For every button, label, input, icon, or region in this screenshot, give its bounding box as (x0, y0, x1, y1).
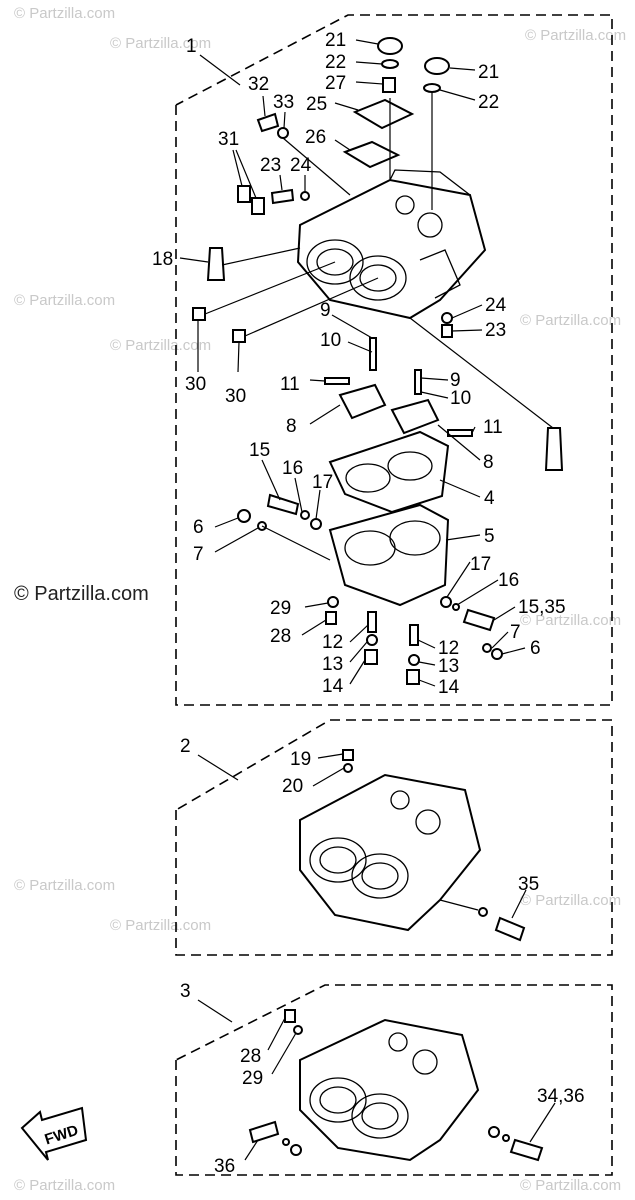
callout: 6 (530, 638, 541, 659)
callout: 19 (290, 749, 311, 770)
watermark: © Partzilla.com (110, 917, 211, 934)
callout: 24 (290, 155, 312, 176)
watermark: © Partzilla.com (14, 5, 115, 22)
watermark: © Partzilla.com (14, 1177, 115, 1194)
callout: 14 (322, 676, 344, 697)
callout: 15 (249, 440, 270, 461)
assembly-number: 3 (180, 981, 191, 1002)
callout: 36 (214, 1156, 235, 1177)
watermark: © Partzilla.com (520, 312, 621, 329)
callout: 23 (485, 320, 506, 341)
watermark-layer: © Partzilla.com © Partzilla.com © Partzi… (14, 5, 626, 1194)
callout: 31 (218, 129, 239, 150)
callout-labels: 21 22 27 25 21 22 32 33 26 31 23 24 18 2… (152, 30, 585, 1177)
callout: 22 (325, 52, 346, 73)
callout: 17 (470, 554, 491, 575)
callout: 24 (485, 295, 507, 316)
forward-arrow: FWD (20, 1106, 88, 1161)
watermark: © Partzilla.com (520, 892, 621, 909)
callout: 11 (280, 374, 300, 395)
callout: 18 (152, 249, 173, 270)
callout: 25 (306, 94, 327, 115)
callout: 29 (270, 598, 291, 619)
carburetor-body-middle (299, 749, 526, 942)
callout: 29 (242, 1068, 263, 1089)
callout: 4 (484, 488, 495, 509)
callout-leaders (179, 39, 556, 1161)
watermark: © Partzilla.com (14, 877, 115, 894)
callout: 5 (484, 526, 495, 547)
callout: 21 (325, 30, 346, 51)
callout: 17 (312, 472, 333, 493)
callout: 8 (286, 416, 297, 437)
callout: 8 (483, 452, 494, 473)
assembly-number: 1 (186, 36, 197, 57)
callout: 28 (240, 1046, 261, 1067)
watermark: © Partzilla.com (14, 292, 115, 309)
callout: 10 (450, 388, 471, 409)
callout: 35 (518, 874, 539, 895)
callout: 10 (320, 330, 341, 351)
callout: 7 (510, 622, 521, 643)
callout: 13 (322, 654, 343, 675)
callout: 23 (260, 155, 281, 176)
callout: 20 (282, 776, 303, 797)
carburetor-body-top (296, 169, 487, 320)
callout: 9 (450, 370, 461, 391)
watermark: © Partzilla.com (520, 612, 621, 629)
assembly-3-frame: 3 (175, 981, 613, 1176)
assembly-1-frame: 1 (175, 14, 613, 706)
watermark: © Partzilla.com (110, 337, 211, 354)
callout: 7 (193, 544, 204, 565)
callout: 34,36 (537, 1086, 585, 1107)
callout: 13 (438, 656, 459, 677)
callout: 9 (320, 300, 331, 321)
callout: 16 (498, 570, 519, 591)
callout: 11 (483, 417, 503, 438)
assembly-2-frame: 2 (175, 719, 613, 956)
callout: 6 (193, 517, 204, 538)
small-parts-top (192, 37, 564, 471)
callout: 16 (282, 458, 303, 479)
watermark: © Partzilla.com (520, 1177, 621, 1194)
callout: 26 (305, 127, 326, 148)
callout: 28 (270, 626, 291, 647)
callout: 15,35 (518, 597, 566, 618)
callout: 32 (248, 74, 269, 95)
watermark-prominent: © Partzilla.com (14, 583, 149, 605)
callout: 21 (478, 62, 499, 83)
callout: 12 (322, 632, 343, 653)
callout: 33 (273, 92, 294, 113)
watermark: © Partzilla.com (110, 35, 211, 52)
assembly-number: 2 (180, 736, 191, 757)
callout: 12 (438, 638, 459, 659)
carburetor-body-bottom (248, 1009, 544, 1162)
callout: 22 (478, 92, 499, 113)
watermark: © Partzilla.com (525, 27, 626, 44)
float-bowl-parts (237, 337, 503, 685)
callout: 27 (325, 73, 346, 94)
callout: 30 (185, 374, 206, 395)
callout: 14 (438, 677, 460, 698)
callout: 30 (225, 386, 246, 407)
